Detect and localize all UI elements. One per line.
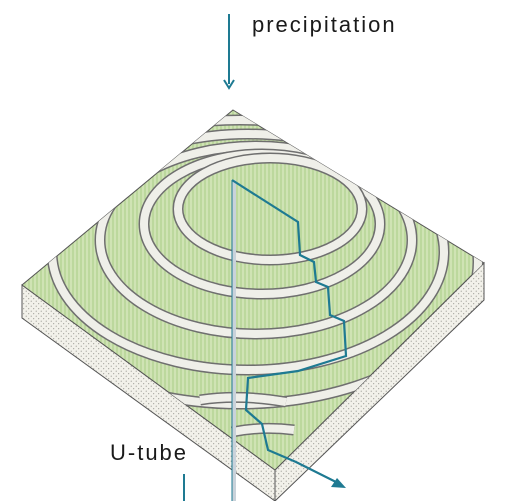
ridge-inner-1	[172, 152, 368, 266]
contour-ridges	[22, 114, 484, 410]
flow-arrow-icon	[331, 478, 346, 488]
precipitation-label: precipitation	[252, 12, 397, 37]
u-tube	[231, 180, 236, 501]
precipitation-arrow-icon	[223, 14, 235, 90]
water-flow-path	[231, 179, 348, 485]
ridge-middle	[94, 140, 418, 340]
u-tube-label: U-tube	[110, 440, 189, 465]
ridge-outer-1	[22, 114, 484, 410]
